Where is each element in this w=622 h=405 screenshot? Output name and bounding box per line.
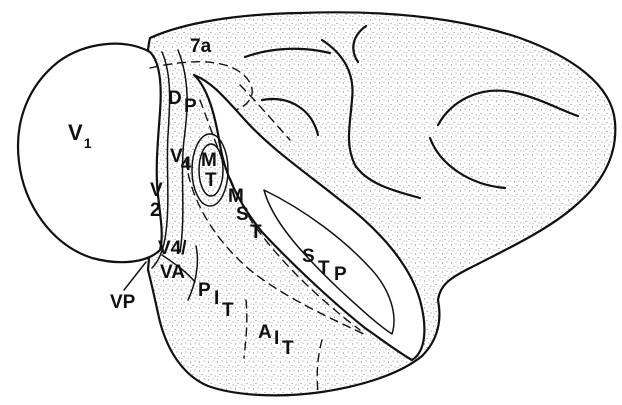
label-v4va-line1: V4/ (158, 238, 187, 259)
label-mst-t: T (250, 222, 262, 243)
v1-region (18, 44, 162, 262)
label-mt-m: M (201, 150, 217, 171)
vp-pointer (124, 262, 146, 290)
label-dp-p: P (184, 96, 197, 117)
label-ait-a: A (258, 322, 272, 343)
label-mst-s: S (236, 204, 249, 225)
label-dp-d: D (168, 88, 182, 109)
label-stp-p: P (334, 264, 347, 285)
label-vp: VP (110, 292, 136, 313)
label-pit-i: I (214, 288, 219, 309)
label-stp-t: T (318, 258, 330, 279)
label-mt-t: T (205, 170, 217, 191)
label-ait-t: T (282, 338, 294, 359)
label-v4va-line2: VA (160, 262, 185, 283)
label-ait-i: I (274, 328, 279, 349)
label-7a: 7a (190, 36, 212, 57)
label-pit-p: P (198, 280, 211, 301)
label-pit-t: T (222, 300, 234, 321)
label-stp-s: S (302, 246, 315, 267)
